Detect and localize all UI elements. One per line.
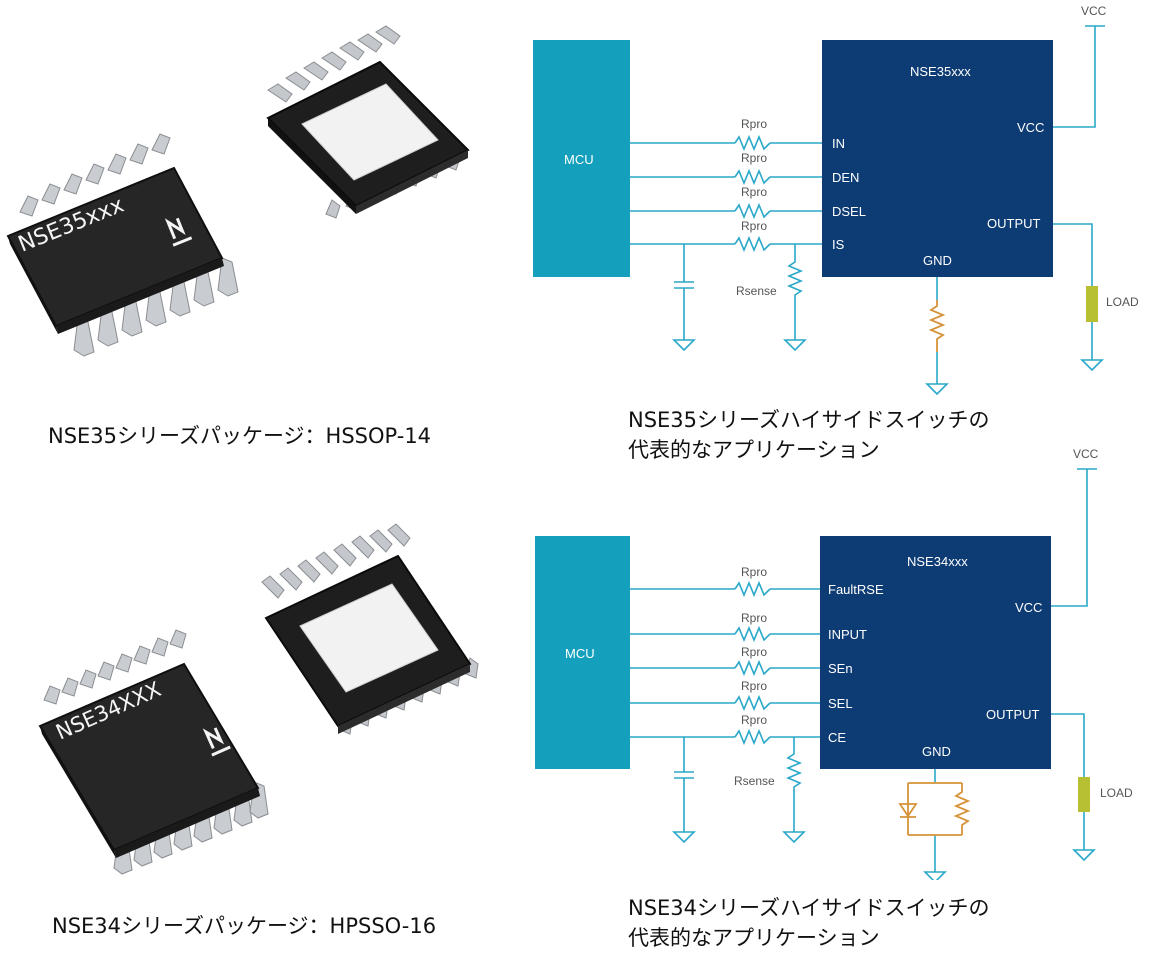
nse34-rpro-label-2: Rpro [741, 611, 767, 625]
nse35-pin-in: IN [832, 136, 845, 151]
nse35-rpro-3 [734, 202, 771, 220]
nse34-rpro-3 [734, 659, 771, 677]
nse35-chip-logo [164, 217, 193, 247]
nse34-load-label: LOAD [1100, 786, 1133, 800]
nse35-cap-ground [672, 339, 696, 352]
nse34-vcc-rail [1051, 469, 1088, 607]
nse34-chip-logo [202, 727, 231, 757]
nse34-mcu-block [535, 536, 630, 769]
nse35-pin-is: IS [832, 237, 845, 252]
nse34-rsense-ground [782, 831, 806, 844]
nse34-rpro-2 [734, 625, 771, 643]
nse35-app-caption-line2: 代表的なアプリケーション [628, 438, 880, 462]
nse34-pin-sel: SEL [828, 696, 853, 711]
nse35-load-ground [1080, 359, 1104, 372]
nse34-app-caption-line2: 代表的なアプリケーション [628, 926, 880, 950]
nse34-back-chip [261, 523, 479, 735]
nse34-rpro-5 [734, 728, 771, 746]
nse35-mcu-block [533, 40, 630, 277]
nse35-application-schematic: MCU NSE35xxx IN DEN DSEL IS VCC OUTPUT G… [533, 4, 1139, 396]
nse34-ic-block [820, 536, 1051, 769]
nse35-rpro-label-1: Rpro [741, 117, 767, 131]
nse35-mcu-label: MCU [564, 152, 594, 167]
nse35-back-chip [266, 25, 470, 219]
nse35-load-label: LOAD [1106, 295, 1139, 309]
nse35-output-wire [1053, 223, 1093, 360]
nse35-pin-dsel: DSEL [832, 204, 866, 219]
nse34-gnd-ground [923, 871, 947, 880]
nse35-gnd-ground [925, 383, 949, 396]
nse34-pin-ce: CE [828, 730, 846, 745]
nse34-rpro-label-3: Rpro [741, 645, 767, 659]
nse34-pin-vcc: VCC [1015, 600, 1042, 615]
nse34-pin-faultrse: FaultRSE [828, 582, 884, 597]
nse34-pin-input: INPUT [828, 627, 867, 642]
nse34-package-image: NSE34XXX [38, 523, 479, 875]
nse34-front-chip: NSE34XXX [38, 629, 269, 875]
nse34-application-schematic: MCU NSE34xxx FaultRSE INPUT SEn SEL CE V… [535, 447, 1133, 880]
nse35-rpro-1 [734, 134, 771, 152]
nse34-rpro-label-4: Rpro [741, 679, 767, 693]
nse34-rpro-1 [734, 580, 771, 598]
nse35-package-image: NSE35xxx [6, 25, 470, 357]
nse35-gnd-resistor [928, 300, 946, 352]
nse35-rsense-label: Rsense [736, 284, 777, 298]
nse35-rpro-label-3: Rpro [741, 185, 767, 199]
nse34-ic-label: NSE34xxx [907, 554, 968, 569]
nse34-pin-gnd: GND [922, 744, 951, 759]
nse35-rpro-4 [734, 235, 771, 253]
nse34-app-caption-line1: NSE34シリーズハイサイドスイッチの [628, 896, 990, 920]
nse35-rsense [786, 244, 804, 340]
nse34-load-ground [1072, 849, 1096, 862]
nse35-pin-gnd: GND [923, 253, 952, 268]
nse34-rsense [785, 737, 803, 832]
nse35-rpro-label-2: Rpro [741, 151, 767, 165]
nse35-rpro-label-4: Rpro [741, 219, 767, 233]
nse35-app-caption-line1: NSE35シリーズハイサイドスイッチの [628, 408, 990, 432]
nse35-pin-output: OUTPUT [987, 216, 1041, 231]
nse34-pin-output: OUTPUT [986, 707, 1040, 722]
nse34-package-caption: NSE34シリーズパッケージ：HPSSO-16 [52, 914, 437, 938]
nse35-rpro-2 [734, 168, 771, 186]
nse35-vcc-rail [1053, 26, 1096, 128]
nse35-capacitor [674, 244, 694, 340]
nse34-cap-ground [672, 831, 696, 844]
nse34-load [1078, 777, 1090, 812]
nse34-gnd-diode-resistor-network [898, 782, 971, 836]
nse35-load [1086, 286, 1098, 322]
nse35-front-chip: NSE35xxx [6, 133, 239, 357]
nse34-capacitor [674, 737, 694, 832]
nse34-pin-sen: SEn [828, 661, 853, 676]
nse35-pin-vcc: VCC [1017, 120, 1044, 135]
nse34-gnd-diode [898, 803, 918, 818]
nse35-ic-label: NSE35xxx [910, 64, 971, 79]
nse35-pin-den: DEN [832, 170, 859, 185]
nse34-rpro-label-5: Rpro [741, 713, 767, 727]
nse34-mcu-label: MCU [565, 646, 595, 661]
nse35-package-caption: NSE35シリーズパッケージ：HSSOP-14 [48, 424, 432, 448]
nse34-rsense-label: Rsense [734, 774, 775, 788]
nse35-vcc-label: VCC [1081, 4, 1107, 18]
nse34-output-wire [1051, 713, 1085, 850]
nse34-vcc-label: VCC [1073, 447, 1099, 461]
nse34-rpro-label-1: Rpro [741, 565, 767, 579]
nse35-rsense-ground [783, 339, 807, 352]
nse35-ic-block [822, 40, 1053, 277]
nse34-rpro-4 [734, 694, 771, 712]
